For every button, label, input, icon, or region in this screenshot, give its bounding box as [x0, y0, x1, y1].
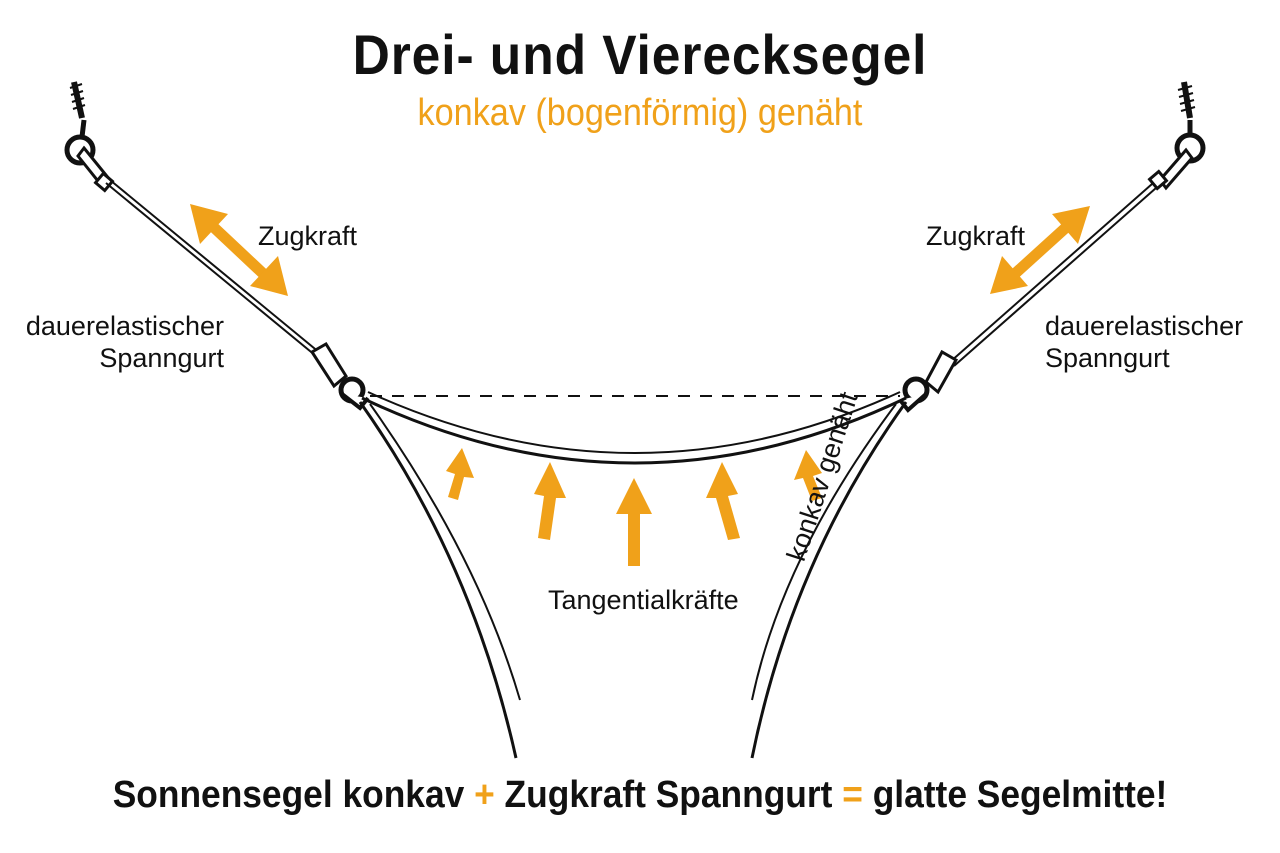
right-tensioner-icon — [898, 349, 959, 413]
tangential-arrow-4-icon — [706, 462, 740, 540]
diagram-title: Drei- und Vierecksegel — [352, 23, 928, 86]
formula-part-3: glatte Segelmitte! — [872, 774, 1168, 816]
tangential-label: Tangentialkräfte — [548, 585, 739, 615]
summary-formula: Sonnensegel konkav + Zugkraft Spanngurt … — [45, 774, 1235, 817]
spanngurt-right-line2: Spanngurt — [1045, 343, 1170, 373]
spanngurt-left-line1: dauerelastischer — [25, 311, 224, 341]
spanngurt-right-label: dauerelastischer Spanngurt — [1045, 310, 1265, 374]
left-screw-eye-icon — [64, 81, 96, 166]
formula-equals-operator: = — [842, 774, 863, 816]
left-tensioner-icon — [309, 341, 370, 411]
zugkraft-right-label: Zugkraft — [926, 221, 1026, 251]
diagram-subtitle: konkav (bogenförmig) genäht — [417, 92, 863, 134]
tangential-arrow-3-icon — [616, 478, 652, 566]
left-strap — [105, 179, 321, 357]
sail-left-edge — [358, 401, 521, 759]
formula-part-2: Zugkraft Spanngurt — [504, 774, 833, 816]
sail-right-edge — [750, 401, 908, 759]
right-snap-hook-icon — [1147, 147, 1194, 191]
zugkraft-left-arrow-icon — [190, 204, 288, 296]
tangential-arrow-1-icon — [446, 448, 474, 500]
zugkraft-right-arrow-icon — [990, 206, 1090, 294]
right-screw-eye-icon — [1174, 81, 1206, 164]
tangential-arrow-2-icon — [534, 462, 566, 540]
right-strap — [949, 183, 1157, 367]
left-snap-hook-icon — [76, 145, 115, 193]
spanngurt-left-label: dauerelastischer Spanngurt — [14, 310, 224, 374]
sail-top-edge — [361, 391, 907, 465]
spanngurt-left-line2: Spanngurt — [99, 343, 224, 373]
formula-part-1: Sonnensegel konkav — [112, 774, 465, 816]
formula-plus-operator: + — [474, 774, 495, 816]
spanngurt-right-line1: dauerelastischer — [1045, 311, 1244, 341]
tangential-arrow-5-icon — [794, 450, 822, 501]
zugkraft-left-label: Zugkraft — [258, 221, 358, 251]
